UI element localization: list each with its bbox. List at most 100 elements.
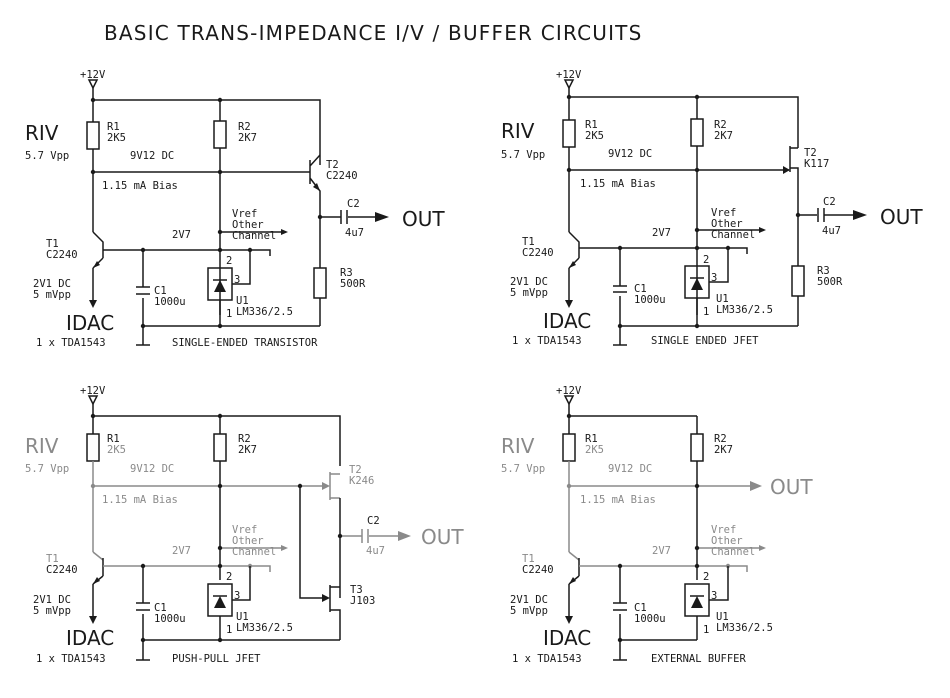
r2-label: R2 (714, 433, 727, 445)
out-label: OUT (402, 207, 445, 231)
supply-label: +12V (80, 69, 106, 81)
vref-line-1: Vref (711, 207, 736, 219)
t1-emitter-arrow (93, 261, 100, 268)
node-dot (317, 214, 323, 220)
node-dot (795, 212, 801, 218)
vref-line-2: Other (232, 535, 264, 547)
t3-jfet (329, 585, 341, 640)
dc-label: 9V12 DC (130, 150, 174, 162)
node-dot (566, 167, 572, 173)
out-arrow (375, 212, 389, 222)
u1-pin2: 2 (703, 254, 709, 266)
t2-emitter-arrow (313, 183, 320, 191)
vref-arrow (281, 229, 288, 235)
riv-label: RIV (25, 121, 59, 145)
tda-label: 1 x TDA1543 (36, 337, 106, 349)
node-dot (694, 563, 700, 569)
t2-label: T2 (326, 159, 339, 171)
t2-jfet (329, 472, 340, 500)
t2-jfet (789, 146, 799, 266)
t1-collector (568, 551, 580, 561)
riv-label: RIV (501, 434, 535, 458)
t3-gate-arrow (322, 594, 330, 602)
u1-adj-wire (709, 566, 729, 601)
r2-resistor (690, 433, 704, 462)
node-dot (90, 97, 96, 103)
u1-part: LM336/2.5 (716, 622, 773, 634)
u1-pin2: 2 (226, 571, 232, 583)
mvpp-label: 5 mVpp (510, 605, 548, 617)
vref-line-1: Vref (711, 524, 736, 536)
r1-value: 2K5 (585, 444, 604, 456)
out-arrow (750, 481, 762, 491)
supply-rail (568, 88, 799, 148)
c2-capacitor (361, 529, 369, 543)
idac-arrow (565, 616, 573, 624)
vref-line-1: Vref (232, 208, 257, 220)
vref-arrow (759, 545, 766, 551)
c2-label: C2 (367, 515, 380, 527)
vref-arrow (281, 545, 288, 551)
idac-label: IDAC (66, 311, 114, 335)
t2-part: K246 (349, 475, 374, 487)
supply-symbol (87, 395, 99, 406)
u1-pin1: 1 (226, 308, 232, 320)
t1-base-wire (579, 565, 748, 572)
riv-vpp: 5.7 Vpp (25, 150, 69, 162)
c1-label: C1 (154, 602, 167, 614)
r1-label: R1 (107, 433, 120, 445)
r2-resistor (690, 118, 704, 147)
t1-base-wire (103, 249, 271, 256)
r2-resistor (213, 120, 227, 149)
r3-value: 500R (340, 278, 366, 290)
c2-capacitor (340, 210, 348, 224)
bias-label: 1.15 mA Bias (580, 494, 656, 506)
r2-value: 2K7 (714, 130, 733, 142)
node-dot (217, 229, 223, 235)
supply-label: +12V (556, 385, 582, 397)
r1-value: 2K5 (107, 444, 126, 456)
idac-label: IDAC (66, 626, 114, 650)
node-dot (566, 413, 572, 419)
supply-label: +12V (80, 385, 106, 397)
r1-resistor (562, 119, 576, 148)
r3-resistor (313, 267, 327, 299)
u1-pin2: 2 (226, 255, 232, 267)
node-dot (217, 637, 223, 643)
u1-part: LM336/2.5 (236, 306, 293, 318)
t1-label: T1 (522, 553, 535, 565)
riv-label: RIV (25, 434, 59, 458)
panel-caption: SINGLE ENDED JFET (651, 335, 759, 347)
node-dot (217, 483, 223, 489)
u1-pin1: 1 (703, 306, 709, 318)
t3-part: J103 (350, 595, 375, 607)
r1-resistor (86, 433, 100, 462)
node-dot (90, 169, 96, 175)
t1-emitter-arrow (569, 577, 576, 584)
u1-zener-icon (691, 278, 703, 290)
c1-value: 1000u (154, 296, 186, 308)
supply-symbol (563, 79, 575, 90)
r3-value: 500R (817, 276, 843, 288)
output-wire (319, 212, 375, 326)
r1-label: R1 (585, 119, 598, 131)
node-dot (566, 483, 572, 489)
panel-single-ended-jfet: +12V R1 2K5 R2 2K7 RIV 5.7 Vpp 9V12 DC 1… (501, 69, 923, 347)
vref-line-3: Channel (711, 546, 755, 558)
u1-pin1: 1 (226, 624, 232, 636)
t1-part: C2240 (522, 564, 554, 576)
c2-capacitor (817, 208, 825, 222)
c1-capacitor (613, 285, 627, 293)
tda-label: 1 x TDA1543 (512, 335, 582, 347)
vref-line-3: Channel (232, 546, 276, 558)
u1-pin2: 2 (703, 571, 709, 583)
u1-pin3: 3 (711, 590, 717, 602)
node-dot (694, 227, 700, 233)
dc-label: 9V12 DC (608, 463, 652, 475)
c1-capacitor (136, 286, 150, 295)
u1-part: LM336/2.5 (716, 304, 773, 316)
u1-label: U1 (716, 293, 729, 305)
t1-label: T1 (522, 236, 535, 248)
v27-label: 2V7 (172, 545, 191, 557)
r2-value: 2K7 (238, 132, 257, 144)
